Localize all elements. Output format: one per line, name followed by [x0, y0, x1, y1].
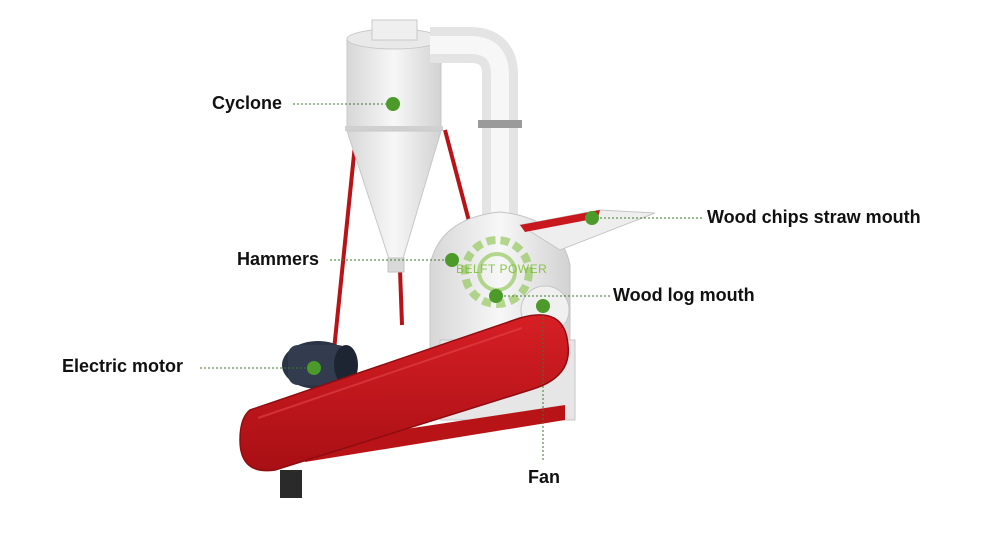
label-wood-log-mouth: Wood log mouth: [613, 284, 755, 306]
marker-log: [489, 289, 503, 303]
marker-chips: [585, 211, 599, 225]
watermark-text: BELFT POWER: [456, 262, 547, 276]
cyclone-body: [345, 20, 443, 272]
marker-motor: [307, 361, 321, 375]
label-electric-motor: Electric motor: [62, 355, 183, 377]
label-hammers: Hammers: [237, 248, 319, 270]
marker-cyclone: [386, 97, 400, 111]
label-wood-chips-straw-mouth: Wood chips straw mouth: [707, 206, 921, 228]
label-cyclone: Cyclone: [212, 92, 282, 114]
marker-fan: [536, 299, 550, 313]
label-fan: Fan: [528, 466, 560, 488]
duct-pipe: [430, 45, 522, 230]
